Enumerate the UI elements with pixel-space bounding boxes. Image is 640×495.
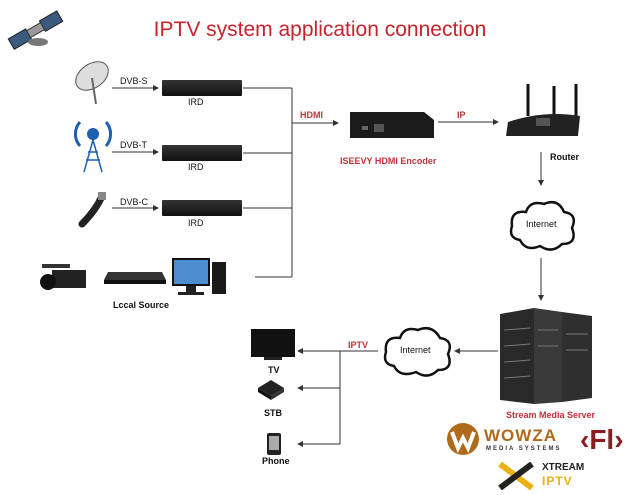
flussonic-logo: ‹Fl› [580,424,624,455]
stream-media-server-icon [500,308,592,404]
broadcast-tower-icon [73,121,113,173]
dvd-player-icon [104,272,166,284]
wowza-logo-text: WOWZA [484,426,557,445]
ird-device-3 [162,200,242,216]
client-label-phone: Phone [262,456,290,466]
ird-label-2: IRD [188,162,204,172]
xtream-logo-sub: IPTV [542,474,573,488]
wowza-logo-sub: MEDIA SYSTEMS [486,446,562,452]
client-label-tv: TV [268,365,280,375]
ird-device-1 [162,80,242,96]
internet-cloud-icon-top [509,201,575,251]
satellite-icon [7,10,64,51]
video-camera-icon [40,264,86,290]
router-icon [506,84,580,136]
signal-label-dvbs: DVB-S [120,76,148,86]
internet-label-bottom: Internet [400,345,431,355]
ird-label-1: IRD [188,97,204,107]
phone-icon [267,433,281,455]
internet-label-top: Internet [526,219,557,229]
wowza-logo-icon [447,423,479,455]
encoder-label: ISEEVY HDMI Encoder [340,156,437,166]
iptv-label: IPTV [348,340,369,350]
client-label-stb: STB [264,408,282,418]
local-source-label: Lccal Source [113,300,170,310]
hdmi-label: HDMI [300,110,323,120]
hdmi-encoder-icon [350,112,434,138]
tv-icon [251,329,295,360]
xtream-logo-icon [498,462,534,490]
internet-cloud-icon-bottom [383,327,451,377]
set-top-box-icon [258,380,284,400]
xtream-logo-text: XTREAM [542,462,585,473]
ird-label-3: IRD [188,218,204,228]
ird-device-2 [162,145,242,161]
ip-label: IP [457,110,466,120]
server-label: Stream Media Server [506,410,596,420]
signal-label-dvbt: DVB-T [120,140,147,150]
desktop-computer-icon [172,258,226,295]
router-label: Router [550,152,579,162]
signal-label-dvbc: DVB-C [120,197,149,207]
coax-cable-icon [78,192,106,228]
satellite-dish-icon [75,61,109,105]
page-title: IPTV system application connection [153,18,487,41]
